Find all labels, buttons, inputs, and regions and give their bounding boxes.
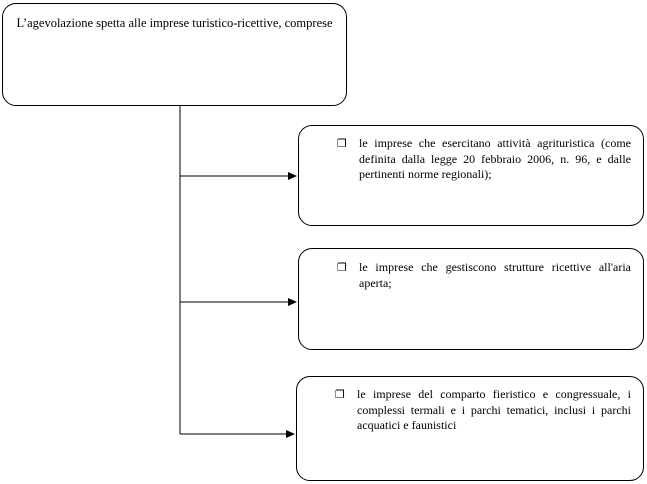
item-box-agriturismo: ❐ le imprese che esercitano attività agr… — [298, 125, 644, 226]
root-text: L’agevolazione spetta alle imprese turis… — [16, 16, 333, 30]
item-box-aria-aperta: ❐ le imprese che gestiscono strutture ri… — [298, 248, 644, 350]
item-box-fieristico: ❐ le imprese del comparto fieristico e c… — [296, 376, 644, 481]
item-text: le imprese che esercitano attività agrit… — [359, 136, 631, 181]
item-text: le imprese del comparto fieristico e con… — [357, 387, 631, 432]
arrowhead-3 — [286, 430, 295, 438]
item-text: le imprese che gestiscono strutture rice… — [359, 260, 631, 290]
arrowhead-1 — [288, 172, 297, 180]
checkbox-icon: ❐ — [337, 261, 347, 274]
root-box: L’agevolazione spetta alle imprese turis… — [2, 3, 347, 106]
checkbox-icon: ❐ — [335, 388, 345, 401]
arrowhead-2 — [288, 298, 297, 306]
checkbox-icon: ❐ — [337, 137, 347, 150]
